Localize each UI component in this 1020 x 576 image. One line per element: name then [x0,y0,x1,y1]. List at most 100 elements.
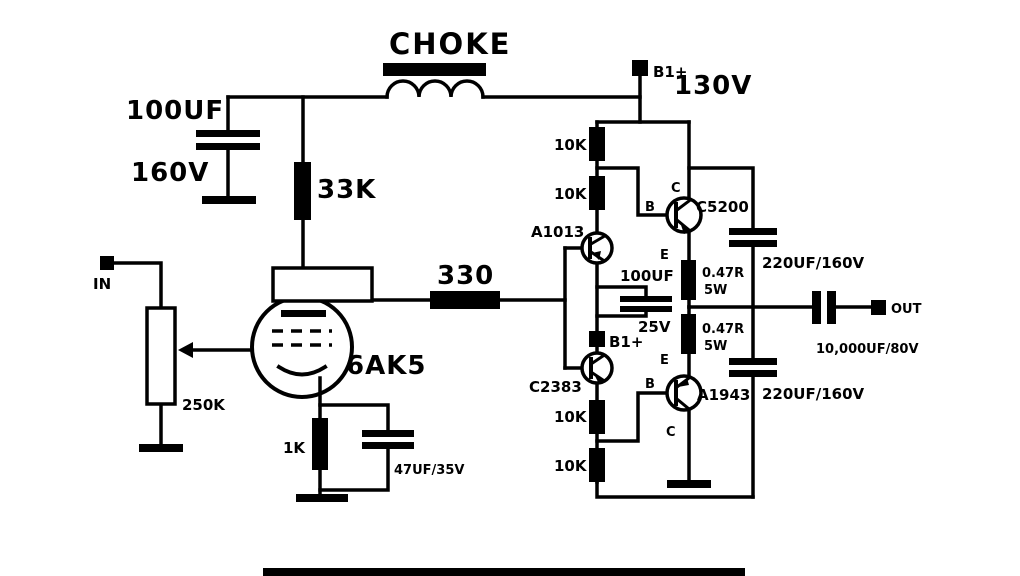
a1943-base-wire [595,391,669,443]
cathode-resistor-label: 1K [283,439,306,457]
b1-terminal: B1+ 130V [632,60,751,101]
a1013-collector-diag [588,234,606,247]
tube-6ak5: 6AK5 [178,266,426,420]
coupling-cap-voltage-label: 25V [638,318,671,336]
pot-value-label: 250K [182,396,226,414]
output-cap-plate-1 [812,291,821,324]
series-resistor-body [430,291,500,309]
rail-cap-bottom-plate-1 [729,358,777,365]
c5200-base-wire [595,166,669,217]
coupling-cap-plate-top [620,296,672,302]
input-terminal-square [100,256,114,270]
output-terminal-label: OUT [891,302,922,317]
rail-cap-top-plate-2 [729,240,777,247]
emitter-resistor-top-value: 0.47R [702,266,744,281]
c2383-label: C2383 [529,378,582,396]
a1943-pin-e-label: E [660,353,669,368]
tube-plate-bar [281,310,326,317]
b1-mid-label: B1+ [609,333,643,351]
cathode-network: 1K 47UF/35V [283,418,464,502]
tube-label: 6AK5 [346,351,426,381]
a1013-label: A1013 [531,223,584,241]
a1943-emitter-arrow [678,378,689,387]
input-wire [112,261,163,310]
filter-cap: 100UF 160V [126,96,260,204]
c2383-collector-diag [588,353,606,367]
a1943-collector-diag [674,396,692,412]
c2383-emitter-diag [588,369,606,383]
transistor-a1013: A1013 [531,223,614,265]
cathode-bypass-top-lead [318,403,390,432]
plate-resistor-body [294,162,311,220]
rail-cap-top-label: 220UF/160V [762,254,865,272]
bias-resistor-2-body [589,176,605,210]
emitter-resistor-top-body [681,260,696,300]
choke-core-bar [383,63,486,76]
output-cap-plate-2 [827,291,836,324]
rail-cap-bottom-plate-2 [729,370,777,377]
plate-resistor: 33K [294,162,376,220]
b1-mid-square [589,331,605,347]
choke: CHOKE [383,27,510,76]
c5200-pin-c-label: C [671,181,681,196]
transistor-c5200: B C E C5200 [645,181,749,263]
input-terminal: IN [93,256,114,293]
tube-plate-box [271,266,374,303]
pot-ground-bar [139,444,183,452]
c2383-emitter-arrow [595,376,604,384]
transistor-c2383: C2383 [529,351,614,396]
rail-cap-bottom: 220UF/160V [729,358,865,403]
bias-resistor-1-label: 10K [554,136,588,154]
b1-terminal-label: B1+ [653,63,687,81]
c5200-pin-b-label: B [645,200,655,215]
bias-resistor-3-label: 10K [554,408,588,426]
c5200-collector-diag [674,198,692,213]
pot-body [145,306,177,406]
series-resistor-label: 330 [437,261,494,291]
c5200-emitter-arrow [681,225,690,234]
c5200-emitter-diag [674,217,692,233]
coupling-cap-bottom-lead [595,310,648,318]
plate-resistor-label: 33K [317,175,376,205]
a1943-pin-c-label: C [666,425,676,440]
filter-cap-plate-bottom [196,143,260,150]
filter-cap-voltage-label: 160V [131,158,209,188]
bias-resistor-4-label: 10K [554,457,588,475]
bias-resistor-3-body [589,400,605,434]
filter-cap-ground-bar [202,196,256,204]
choke-coil-humps [385,79,485,99]
output-terminal-square [871,300,886,315]
a1943-ground-bar [667,480,711,488]
coupling-cap: 100UF 25V [620,267,674,336]
bias-resistor-4-body [589,448,605,482]
bottom-return-wire [595,480,755,499]
c5200-pin-e-label: E [660,248,669,263]
coupling-cap-value-label: 100UF [620,267,674,285]
coupling-cap-plate-bottom [620,306,672,312]
b1-terminal-square [632,60,648,76]
cathode-ground-bar [296,494,348,502]
output-network: OUT 10,000UF/80V [812,291,922,357]
transistor-a1943: B E C A1943 [645,353,750,488]
output-cap-label: 10,000UF/80V [816,342,919,357]
a1013-emitter-arrow [592,251,601,260]
cathode-cap-plate-bottom [362,442,414,449]
grid-arrowhead [178,342,193,358]
filter-cap-value-label: 100UF [126,96,224,126]
bias-resistor-2-label: 10K [554,185,588,203]
series-resistor: 330 [430,261,500,309]
coupling-cap-top-lead [595,285,648,298]
a1013-body [580,231,614,265]
cathode-cap-label: 47UF/35V [394,463,464,478]
rail-cap-top-plate-1 [729,228,777,235]
bias-resistor-1-body [589,127,605,161]
emitter-resistor-bottom-value: 0.47R [702,322,744,337]
cathode-bypass-bottom-lead [318,447,390,492]
rail-cap-bottom-label: 220UF/160V [762,385,865,403]
rail-cap-top: 220UF/160V [729,228,865,272]
cathode-resistor-body [312,418,328,470]
emitter-resistor-bottom-power: 5W [704,339,727,354]
emitter-resistor-top-power: 5W [704,283,727,298]
